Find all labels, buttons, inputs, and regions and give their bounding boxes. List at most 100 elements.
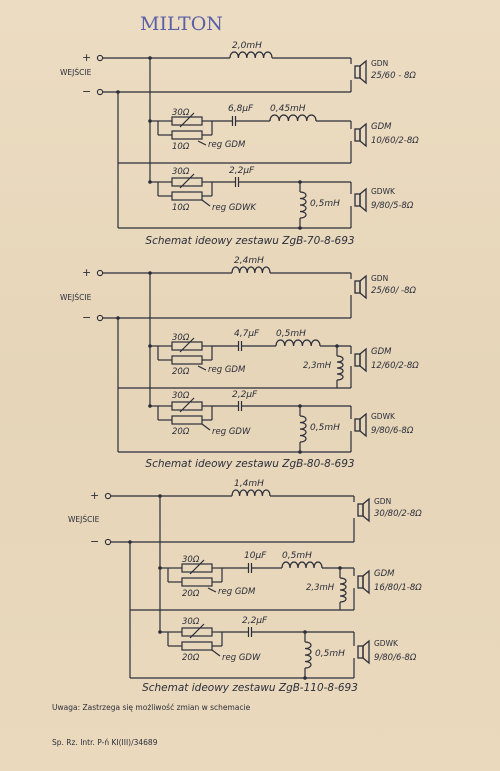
pot-arrow	[179, 112, 195, 128]
junction-dot	[158, 566, 162, 570]
mid-pot-value: 30Ω	[172, 333, 190, 343]
woofer-model: GDN	[371, 274, 388, 283]
tw-cap-value: 2,2μF	[242, 616, 268, 626]
mid-cap-value: 10μF	[244, 551, 267, 561]
pot-arrow	[179, 397, 195, 413]
mid-fixed-resistor	[181, 577, 213, 587]
pot-arrow	[179, 173, 195, 189]
input-label: WEJŚCIE	[68, 515, 100, 524]
capacitor-symbol	[237, 341, 243, 351]
plus-sign: +	[82, 51, 91, 64]
mid-pot-resistor	[171, 341, 203, 351]
junction-dot	[128, 540, 132, 544]
inductor-symbol	[275, 339, 321, 347]
mid-fixed-value: 10Ω	[172, 142, 190, 152]
junction-dot	[335, 344, 339, 348]
shunt-inductor-symbol	[299, 415, 307, 443]
mid-cap-value: 6,8μF	[228, 104, 254, 114]
tw-pot-resistor	[171, 401, 203, 411]
mid-model: GDM	[371, 122, 392, 132]
shunt-inductor-symbol	[304, 641, 312, 669]
tw-pot-resistor	[171, 177, 203, 187]
mid-pot-resistor	[171, 116, 203, 126]
junction-dot	[148, 404, 152, 408]
input-terminal[interactable]	[96, 269, 104, 277]
leader	[201, 423, 211, 431]
woofer-speaker-icon	[357, 497, 370, 523]
leader	[197, 365, 207, 371]
junction-dot	[158, 494, 162, 498]
mid-inductor-value: 0,5mH	[282, 551, 312, 561]
tw-model: GDWK	[371, 187, 396, 196]
capacitor-symbol	[247, 563, 253, 573]
junction-dot	[148, 180, 152, 184]
change-note: Uwaga: Zastrzega się możliwość zmian w s…	[52, 703, 251, 712]
schematic-caption: Schemat ideowy zestawu ZgB-70-8-693	[145, 235, 354, 247]
junction-dot	[148, 271, 152, 275]
shunt-inductor-symbol	[336, 355, 344, 381]
mid-shunt-value: 2,3mH	[303, 361, 332, 371]
mid-rating: 10/60/2-8Ω	[371, 136, 419, 146]
woofer-model: GDN	[371, 59, 388, 68]
inductor-symbol	[231, 266, 271, 274]
input-terminal[interactable]	[96, 54, 104, 62]
junction-dot	[148, 119, 152, 123]
capacitor-symbol	[247, 627, 253, 637]
tw-model: GDWK	[374, 639, 399, 648]
mid-cap-value: 4,7μF	[234, 329, 260, 339]
shunt-inductor-symbol	[339, 577, 347, 603]
leader	[201, 199, 211, 207]
tw-fixed-resistor	[181, 641, 213, 651]
pot-arrow	[189, 623, 205, 639]
woofer-model: GDN	[374, 497, 391, 506]
tw-reg-label: reg GDW	[212, 427, 251, 437]
tw-pot-value: 30Ω	[172, 391, 190, 401]
tw-rating: 9/80/6-8Ω	[371, 426, 414, 436]
plus-sign: +	[82, 266, 91, 279]
input-terminal[interactable]	[96, 88, 104, 96]
leader	[207, 587, 217, 593]
tw-reg-label: reg GDWK	[212, 203, 257, 213]
inductor-symbol	[231, 489, 271, 497]
mid-fixed-resistor	[171, 355, 203, 365]
tw-fixed-value: 20Ω	[172, 427, 190, 437]
input-terminal[interactable]	[96, 314, 104, 322]
schematic-caption: Schemat ideowy zestawu ZgB-110-8-693	[142, 682, 358, 694]
junction-dot	[298, 226, 302, 230]
mid-rating: 16/80/1-8Ω	[374, 583, 422, 593]
mid-pot-resistor	[181, 563, 213, 573]
input-terminal[interactable]	[104, 538, 112, 546]
input-terminal[interactable]	[104, 492, 112, 500]
woofer-rating: 25/60/ -8Ω	[371, 286, 417, 296]
tw-reg-label: reg GDW	[222, 653, 261, 663]
tw-shunt-value: 0,5mH	[310, 199, 340, 209]
tw-shunt-value: 0,5mH	[310, 423, 340, 433]
junction-dot	[298, 180, 302, 184]
tw-fixed-value: 10Ω	[172, 203, 190, 213]
tw-pot-value: 30Ω	[172, 167, 190, 177]
mid-reg-label: reg GDM	[208, 365, 246, 375]
mid-pot-value: 30Ω	[182, 555, 200, 565]
mid-model: GDM	[374, 569, 395, 579]
tw-fixed-value: 20Ω	[182, 653, 200, 663]
schematic-caption: Schemat ideowy zestawu ZgB-80-8-693	[145, 458, 354, 470]
junction-dot	[158, 630, 162, 634]
leader	[197, 140, 207, 146]
mid-speaker-icon	[354, 122, 367, 148]
inductor-symbol	[229, 51, 273, 59]
plus-sign: +	[90, 489, 99, 502]
woofer-rating: 25/60 - 8Ω	[371, 71, 416, 81]
mid-pot-value: 30Ω	[172, 108, 190, 118]
capacitor-symbol	[234, 177, 240, 187]
tw-shunt-value: 0,5mH	[315, 649, 345, 659]
minus-sign: −	[82, 85, 91, 98]
tweeter-speaker-icon	[357, 639, 370, 665]
leader	[211, 649, 221, 657]
capacitor-symbol	[231, 116, 237, 126]
input-label: WEJŚCIE	[60, 293, 92, 302]
mid-shunt-value: 2,3mH	[306, 583, 335, 593]
mid-fixed-value: 20Ω	[182, 589, 200, 599]
junction-dot	[116, 90, 120, 94]
